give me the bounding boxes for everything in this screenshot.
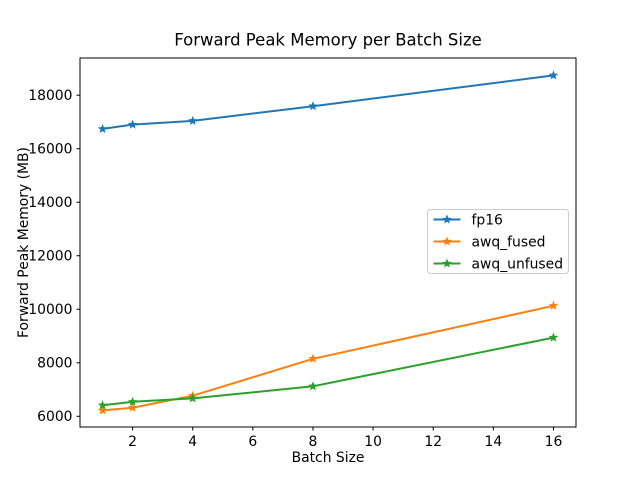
legend-box (427, 209, 569, 274)
x-tick-label: 12 (424, 434, 442, 450)
legend-marker-awq_unfused (442, 258, 452, 268)
x-tick-label: 14 (484, 434, 502, 450)
series-marker-awq_unfused (127, 396, 138, 406)
x-axis-label: Batch Size (292, 450, 365, 466)
x-tick-label: 6 (248, 434, 257, 450)
y-tick-label: 10000 (28, 302, 72, 318)
legend-label-fp16: fp16 (472, 212, 503, 228)
series-marker-fp16 (308, 101, 318, 111)
y-axis-label: Forward Peak Memory (MB) (16, 147, 32, 338)
series-marker-awq_unfused (188, 393, 198, 403)
series-marker-awq_fused (97, 405, 108, 415)
y-tick-label: 16000 (28, 142, 72, 158)
chart-title: Forward Peak Memory per Batch Size (174, 31, 482, 50)
legend-marker-awq_fused (442, 236, 452, 246)
plot-border (79, 57, 577, 428)
series-marker-awq_fused (127, 402, 138, 412)
legend-marker-fp16 (442, 214, 452, 224)
x-tick-label: 8 (309, 434, 318, 450)
x-tick-label: 4 (188, 434, 197, 450)
y-tick-label: 18000 (28, 88, 72, 104)
y-tick-label: 12000 (28, 249, 72, 265)
series-marker-awq_unfused (548, 332, 559, 342)
series-line-fp16 (102, 74, 554, 130)
series-marker-fp16 (188, 115, 198, 125)
y-tick-label: 14000 (28, 195, 72, 211)
series-marker-awq_unfused (308, 381, 318, 391)
y-tick-label: 8000 (37, 356, 72, 372)
chart-generated-layer: 2 4 6 8 10 12 14 16 6000 8000 10000 12000 14000 16000… (28, 57, 577, 450)
y-tick-label: 6000 (37, 409, 72, 425)
series-marker-awq_fused (308, 353, 318, 363)
series-marker-fp16 (97, 123, 108, 133)
series-marker-fp16 (548, 70, 559, 80)
series-marker-awq_fused (548, 300, 559, 310)
x-tick-label: 2 (128, 434, 137, 450)
x-tick-label: 10 (364, 434, 382, 450)
series-line-awq_fused (102, 304, 554, 412)
legend-label-awq_fused: awq_fused (472, 234, 546, 250)
x-tick-label: 16 (545, 434, 563, 450)
series-marker-fp16 (127, 119, 138, 129)
series-line-awq_unfused (102, 336, 554, 407)
legend-label-awq_unfused: awq_unfused (472, 256, 564, 272)
series-marker-awq_unfused (97, 400, 108, 410)
